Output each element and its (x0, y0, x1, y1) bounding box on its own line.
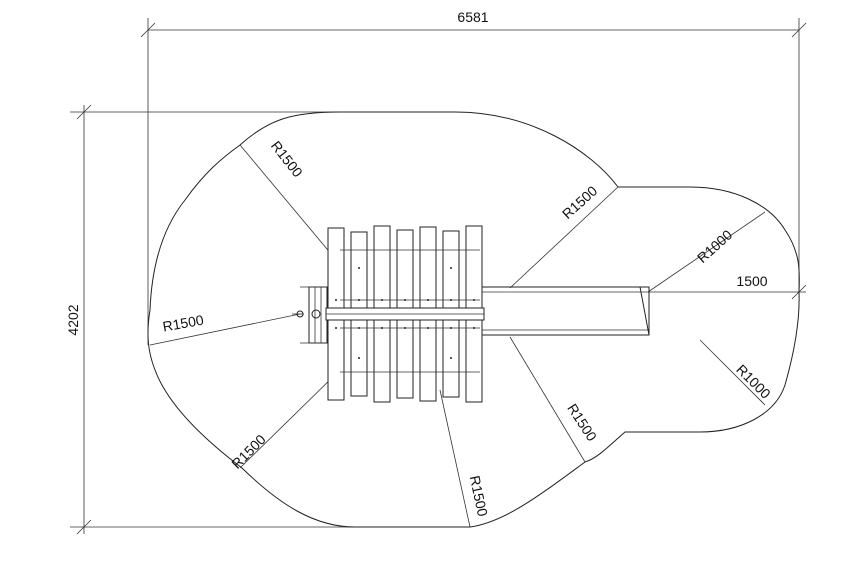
radius-leaders (149, 144, 766, 528)
radius-right-top: R1000 (694, 226, 736, 266)
slide-extension-dimension: 1500 (648, 273, 807, 300)
safety-zone-outline (147, 111, 800, 528)
width-label: 6581 (457, 9, 488, 25)
slide (481, 286, 650, 336)
ladder (292, 286, 330, 344)
radius-right-bottom: R1000 (733, 361, 774, 402)
radius-bottom-center: R1500 (467, 474, 491, 518)
radius-bottom-right: R1500 (564, 401, 600, 444)
platform (325, 225, 485, 403)
slide-extension-label: 1500 (736, 273, 767, 289)
radius-top-left: R1500 (268, 138, 306, 181)
radius-bottom-left: R1500 (228, 431, 269, 472)
radius-left: R1500 (161, 312, 205, 335)
width-dimension: 6581 (140, 9, 807, 345)
height-label: 4202 (65, 304, 81, 335)
radius-top-right: R1500 (559, 182, 601, 222)
